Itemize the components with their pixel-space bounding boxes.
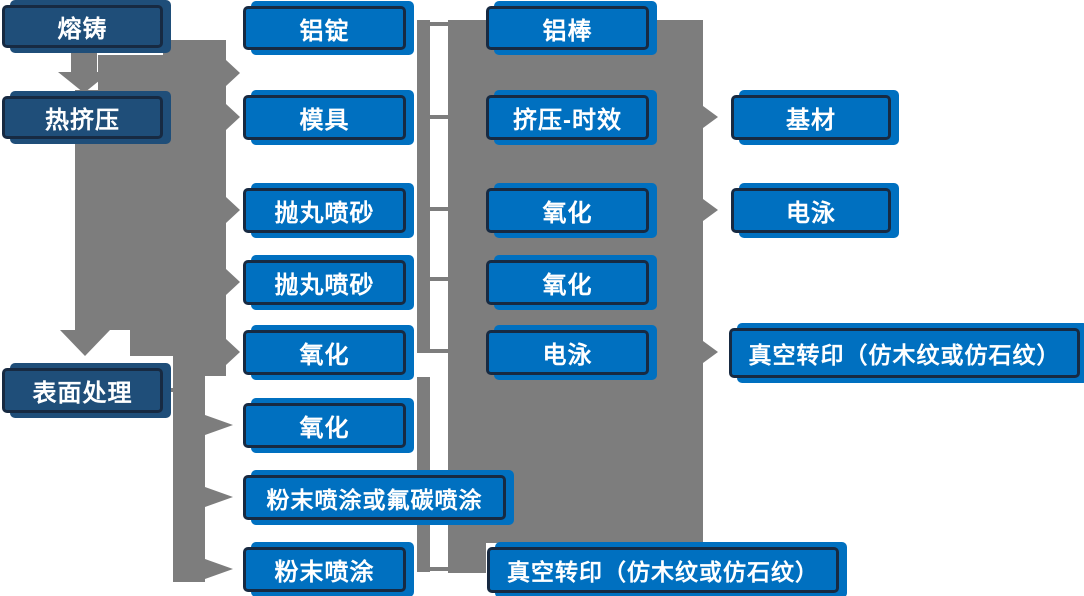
node-vacuum-transfer-print-a: 真空转印（仿木纹或仿石纹） [487, 547, 839, 593]
node-melting-casting: 熔铸 [2, 5, 163, 48]
connector-surface-bus-top [173, 356, 226, 376]
arrow-to-base-material [703, 106, 718, 128]
connector-mid-bus-upper [417, 20, 430, 353]
connector-mid-stub-5 [430, 349, 448, 353]
node-aluminum-ingot: 铝锭 [243, 6, 406, 50]
connector-mid-stub-1 [430, 22, 448, 26]
node-oxidation-a2: 氧化 [243, 403, 406, 448]
node-oxidation-b1: 氧化 [486, 188, 649, 233]
node-hot-extrusion: 热挤压 [2, 96, 163, 139]
arrow-to-electrophoresis-output [703, 199, 718, 221]
arrow-to-shot-blast-2 [226, 269, 240, 295]
node-extrusion-aging: 挤压-时效 [486, 95, 649, 140]
node-vacuum-transfer-print-b: 真空转印（仿木纹或仿石纹） [729, 328, 1080, 378]
connector-mid-stub-2 [430, 115, 448, 119]
arrow-to-powder-coating [205, 559, 233, 579]
connector-mid-stub-3 [430, 207, 448, 211]
node-oxidation-a1: 氧化 [243, 330, 406, 375]
arrow-down-to-hot-extrusion [58, 72, 110, 93]
node-oxidation-b2: 氧化 [486, 260, 649, 305]
connector-melting-down-shaft [71, 48, 97, 72]
arrow-to-oxidation-a2 [205, 415, 233, 435]
node-aluminum-rod: 铝棒 [486, 6, 649, 50]
connector-surface-treatment-stub [163, 388, 173, 392]
node-electrophoresis-b: 电泳 [731, 188, 891, 233]
node-powder-or-fluorocarbon-coating: 粉末喷涂或氟碳喷涂 [243, 475, 506, 520]
connector-stage-bus-bottom [130, 330, 226, 356]
connector-mid-stub-6 [430, 567, 448, 571]
connector-stage-bus-left [75, 90, 98, 330]
connector-mid-bus-lower [417, 377, 430, 572]
node-shot-blast-2: 抛丸喷砂 [243, 260, 406, 305]
arrow-to-vacuum-transfer-output [703, 341, 718, 363]
connector-surface-bus [173, 376, 205, 582]
node-powder-coating: 粉末喷涂 [243, 547, 406, 592]
arrow-to-powder-fluorocarbon-coating [205, 487, 233, 507]
connector-melting-arm [163, 40, 226, 55]
connector-mid-stub-4 [430, 277, 448, 281]
node-surface-treatment: 表面处理 [2, 368, 163, 413]
node-shot-blast-1: 抛丸喷砂 [243, 188, 406, 233]
arrow-to-aluminum-ingot [226, 60, 240, 86]
arrow-to-mold [226, 104, 240, 130]
arrow-to-oxidation-a1 [226, 339, 240, 365]
arrow-down-to-surface-treatment [60, 330, 110, 356]
node-mold: 模具 [243, 95, 406, 140]
arrow-to-shot-blast-1 [226, 197, 240, 223]
connector-extrusion-block-extension [448, 543, 486, 573]
node-electrophoresis-a: 电泳 [486, 330, 649, 375]
node-base-material: 基材 [731, 95, 891, 140]
